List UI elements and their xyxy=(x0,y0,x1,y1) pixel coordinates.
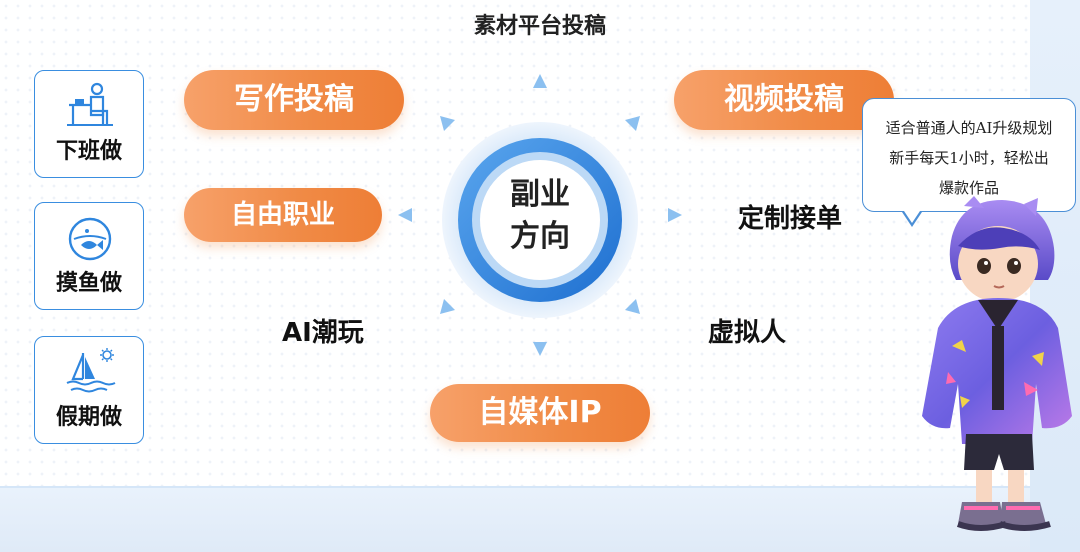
sailboat-sun-icon xyxy=(66,348,116,393)
bubble-tail-inner xyxy=(902,208,922,223)
side-card-label: 摸鱼做 xyxy=(55,271,122,296)
hub-text: 副业 方向 xyxy=(440,174,640,258)
bubble-line-2: 新手每天1小时，轻松出 xyxy=(889,149,1049,167)
speech-bubble: 适合普通人的AI升级规划 新手每天1小时，轻松出 爆款作品 xyxy=(862,98,1076,212)
pill-freelance: 自由职业 xyxy=(184,188,382,242)
pill-media-ip: 自媒体IP xyxy=(430,384,650,442)
side-card-after-work: 下班做 xyxy=(34,70,144,178)
arrow-up xyxy=(533,74,547,88)
arrow-up-right xyxy=(625,116,640,131)
arrow-right xyxy=(668,208,682,222)
side-card-label: 假期做 xyxy=(55,405,122,430)
fishbowl-icon xyxy=(68,217,112,261)
label-ai-play: AI潮玩 xyxy=(282,318,364,348)
side-card-holiday: 假期做 xyxy=(34,336,144,444)
bubble-line-3: 爆款作品 xyxy=(938,179,999,197)
side-card-label: 下班做 xyxy=(55,139,122,164)
side-card-slack-off: 摸鱼做 xyxy=(34,202,144,310)
office-worker-icon xyxy=(67,82,113,126)
pill-writing: 写作投稿 xyxy=(184,70,404,130)
hub-line-2: 方向 xyxy=(510,219,570,254)
hub-rings xyxy=(442,122,638,318)
bubble-line-1: 适合普通人的AI升级规划 xyxy=(885,119,1053,137)
hub-arrows xyxy=(398,74,682,356)
arrow-left xyxy=(398,208,412,222)
arrow-up-left xyxy=(440,116,455,131)
arrow-down-right xyxy=(625,299,640,314)
pill-video: 视频投稿 xyxy=(674,70,894,130)
mascot-character xyxy=(922,196,1072,531)
label-custom-order: 定制接单 xyxy=(738,204,843,234)
label-virtual-human: 虚拟人 xyxy=(708,318,787,348)
bottom-strip xyxy=(0,488,1030,552)
hub-line-1: 副业 xyxy=(510,177,570,212)
page-title: 素材平台投稿 xyxy=(473,14,606,39)
arrow-down xyxy=(533,342,547,356)
hub-circle: 副业 方向 xyxy=(440,120,640,320)
arrow-down-left xyxy=(440,299,455,314)
